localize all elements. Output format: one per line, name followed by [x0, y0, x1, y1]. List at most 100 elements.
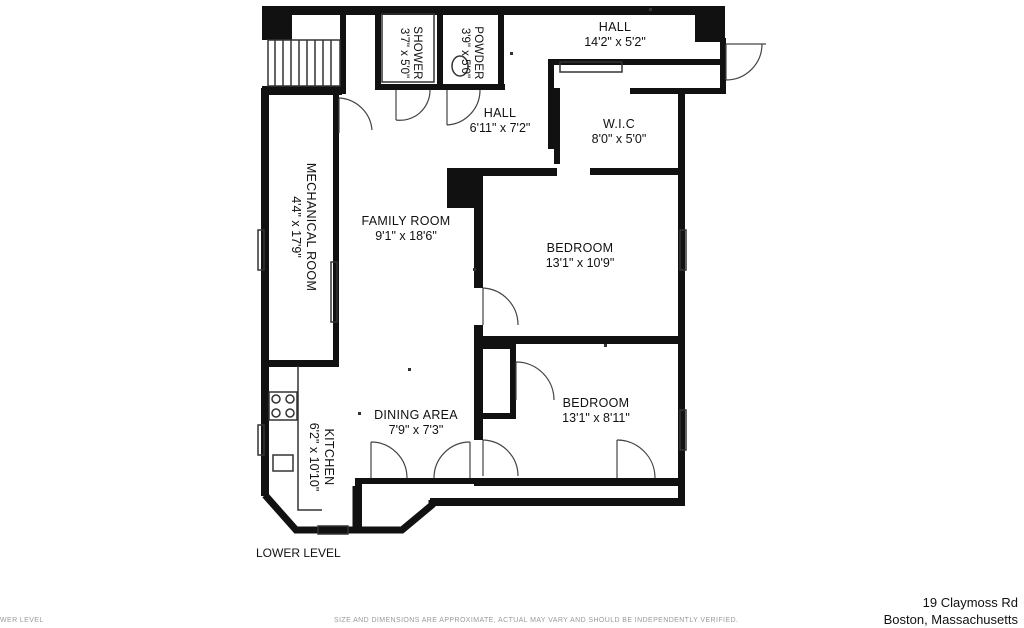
- tick-6: [473, 268, 476, 271]
- sink: [272, 454, 294, 472]
- door-bed2-arc: [482, 439, 519, 477]
- burner-3: [271, 408, 281, 418]
- room-label-mechanical: MECHANICAL ROOM 4'4" x 17'9": [288, 157, 318, 297]
- burner-1: [271, 394, 281, 404]
- wall-bed-divider: [474, 336, 685, 344]
- wall-shower-left: [375, 10, 381, 88]
- room-label-hall-top: HALL 14'2" x 5'2": [555, 20, 675, 50]
- wall-wic-right: [678, 88, 685, 500]
- room-name: SHOWER: [411, 26, 423, 80]
- window-bed1: [679, 229, 687, 271]
- room-label-wic: W.I.C 8'0" x 5'0": [569, 117, 669, 147]
- floor-level-label-cut: WER LEVEL: [0, 617, 44, 624]
- stairs: [267, 39, 341, 87]
- door-closet-arc: [616, 439, 656, 479]
- disclaimer: SIZE AND DIMENSIONS ARE APPROXIMATE, ACT…: [334, 617, 739, 624]
- tick-5: [510, 52, 513, 55]
- wall-top-left-block: [262, 6, 292, 40]
- wall-mech-top: [262, 88, 342, 95]
- kitchen-window-bottom: [317, 525, 349, 535]
- room-name: BEDROOM: [546, 241, 614, 255]
- wall-hall-right: [720, 38, 726, 94]
- room-label-hall-mid: HALL 6'11" x 7'2": [450, 106, 550, 136]
- room-label-shower: SHOWER 3'7" x 5'0": [397, 13, 423, 93]
- room-dims: 7'9" x 7'3": [388, 423, 444, 437]
- dim-ticks: [358, 8, 652, 415]
- bay-left: [262, 486, 360, 534]
- room-dims: 3'9" x 5'0": [459, 27, 471, 79]
- wall-left: [261, 88, 269, 496]
- wall-bath-bottom: [375, 84, 505, 90]
- room-name: KITCHEN: [322, 428, 336, 486]
- shower-tray: [381, 13, 435, 83]
- wall-mech-bottom: [262, 360, 339, 367]
- tick-3: [604, 344, 607, 347]
- toilet-powder: [451, 55, 469, 77]
- room-label-dining: DINING AREA 7'9" x 7'3": [356, 408, 476, 438]
- address-line1: 19 Claymoss Rd: [922, 595, 1018, 610]
- hall-window: [559, 61, 623, 73]
- room-name: FAMILY ROOM: [361, 214, 451, 228]
- room-dims: 6'2" x 10'10": [307, 422, 321, 492]
- walls: [261, 6, 726, 530]
- room-dims: 6'11" x 7'2": [469, 121, 531, 135]
- wall-shower-powder: [437, 10, 443, 90]
- wall-stair-right: [340, 14, 346, 94]
- stove: [268, 391, 298, 421]
- room-label-powder: POWDER 3'9" x 5'0": [458, 13, 484, 93]
- door-dining1-arc: [370, 441, 408, 479]
- address: 19 Claymoss Rd Boston, Massachusetts: [884, 594, 1018, 628]
- room-name: BEDROOM: [562, 396, 630, 410]
- room-label-family: FAMILY ROOM 9'1" x 18'6": [346, 214, 466, 244]
- room-dims: 13'1" x 10'9": [545, 256, 615, 270]
- door-dining2-arc: [433, 441, 471, 479]
- bay-right: [356, 500, 436, 534]
- burner-2: [285, 394, 295, 404]
- burner-4: [285, 408, 295, 418]
- door-bed1-arc: [482, 287, 519, 326]
- wall-top-right-block: [695, 6, 725, 42]
- tick-4: [649, 8, 652, 11]
- room-dims: 3'7" x 5'0": [398, 27, 410, 79]
- floor-level-label: LOWER LEVEL: [256, 546, 341, 560]
- room-name: POWDER: [472, 26, 484, 80]
- tick-2: [358, 412, 361, 415]
- kitchen-counter: [297, 366, 322, 511]
- wall-bottom-dining: [355, 478, 480, 484]
- wall-powder-right: [498, 10, 504, 90]
- wall-bed2-stub-h: [474, 413, 516, 419]
- wall-bottom-right: [474, 478, 685, 486]
- wall-bed-left-2: [474, 325, 483, 440]
- door-ext-arc: [725, 43, 763, 81]
- window-mech-inner: [330, 261, 338, 323]
- door-bed2in-arc: [515, 361, 555, 401]
- wall-bottom-outer: [430, 498, 685, 506]
- room-name: HALL: [598, 20, 632, 34]
- wall-mech-right: [333, 88, 339, 366]
- window-bed2: [679, 409, 687, 451]
- wall-hall-notch: [548, 59, 554, 149]
- door-powder-arc: [446, 89, 481, 126]
- room-dims: 9'1" x 18'6": [375, 229, 437, 243]
- wall-wic-left: [554, 88, 560, 164]
- wall-bed2-stub: [474, 343, 514, 349]
- window-mech: [257, 229, 265, 271]
- window-kitchen: [257, 424, 265, 456]
- room-label-bedroom-1: BEDROOM 13'1" x 10'9": [520, 241, 640, 271]
- address-line2: Boston, Massachusetts: [883, 612, 1018, 627]
- door-shower-arc: [395, 89, 431, 121]
- thin-lines: [257, 13, 687, 535]
- wall-hall-bottom: [548, 59, 726, 65]
- wall-bed-left: [474, 168, 483, 288]
- room-name: DINING AREA: [374, 408, 458, 422]
- room-dims: 13'1" x 8'11": [562, 411, 630, 425]
- room-dims: 4'4" x 17'9": [289, 196, 303, 258]
- room-dims: 8'0" x 5'0": [591, 132, 647, 146]
- room-name: W.I.C: [602, 117, 636, 131]
- wall-wic-bottom: [590, 168, 685, 175]
- wall-bed1-top: [447, 168, 557, 176]
- doors: [338, 43, 766, 479]
- room-dims: 14'2" x 5'2": [584, 35, 646, 49]
- door-mech-arc: [338, 97, 373, 131]
